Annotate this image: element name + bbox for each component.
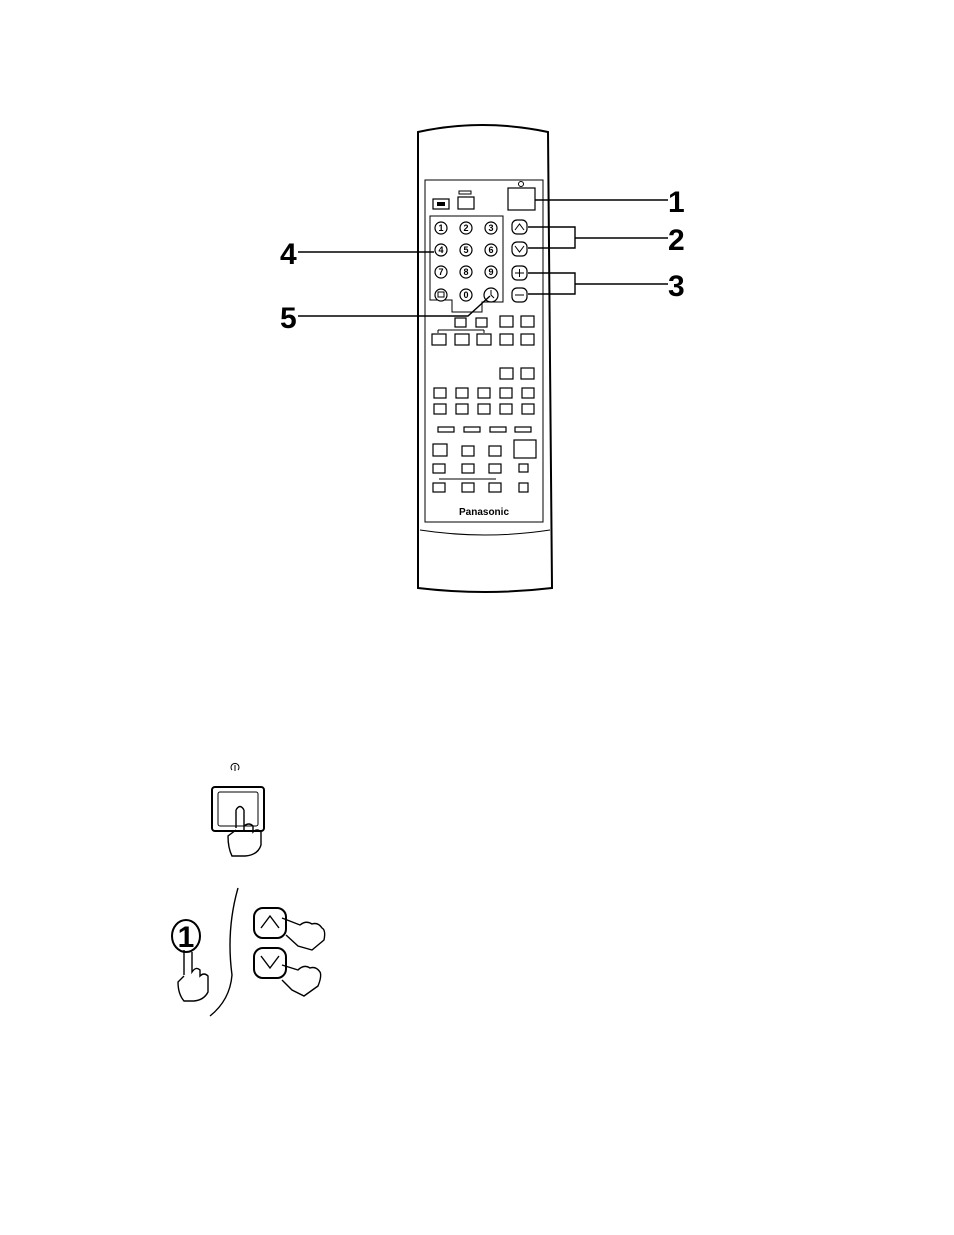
- svg-text:8: 8: [463, 267, 468, 277]
- top-buttons: [433, 182, 535, 211]
- svg-text:6: 6: [488, 245, 493, 255]
- number-key-3[interactable]: 3: [485, 222, 497, 234]
- number-key-0[interactable]: 0: [460, 289, 472, 301]
- number-key-label: 1: [178, 921, 195, 954]
- number-key-6[interactable]: 6: [485, 244, 497, 256]
- number-key-4[interactable]: 4: [435, 244, 447, 256]
- pointing-hand-icon: [178, 950, 208, 1001]
- svg-text:1: 1: [438, 223, 443, 233]
- number-key-8[interactable]: 8: [460, 266, 472, 278]
- picture-sound-buttons: [432, 316, 534, 379]
- svg-text:0: 0: [463, 290, 468, 300]
- channel-select-illustration: 1: [172, 888, 325, 1016]
- power-button[interactable]: [508, 188, 535, 210]
- number-key-9[interactable]: 9: [485, 266, 497, 278]
- text-button[interactable]: [435, 289, 447, 301]
- svg-text:5: 5: [463, 245, 468, 255]
- volume-down-button[interactable]: [512, 288, 527, 302]
- programme-down-button[interactable]: [512, 242, 527, 256]
- svg-text:3: 3: [488, 223, 493, 233]
- power-icon: [231, 763, 239, 771]
- number-key-5[interactable]: 5: [460, 244, 472, 256]
- svg-text:4: 4: [438, 245, 443, 255]
- number-keypad: 1 2 3 4 5 6 7 8 9 0: [430, 216, 503, 312]
- callout-1: 1: [668, 186, 685, 219]
- power-press-illustration: [212, 763, 264, 856]
- number-key-1[interactable]: 1: [435, 222, 447, 234]
- pointing-hand-icon: [282, 965, 321, 996]
- programme-keys-illustration: [254, 908, 325, 996]
- svg-text:9: 9: [488, 267, 493, 277]
- callout-leaders: [298, 200, 668, 316]
- number-key-2[interactable]: 2: [460, 222, 472, 234]
- programme-up-button[interactable]: [512, 220, 527, 234]
- pointing-hand-icon: [282, 918, 325, 950]
- callout-4: 4: [280, 238, 297, 271]
- number-key-7[interactable]: 7: [435, 266, 447, 278]
- number-key-illustration: 1: [172, 920, 208, 1001]
- callout-2: 2: [668, 224, 685, 257]
- function-button-grid: [434, 388, 534, 432]
- transport-buttons: [433, 440, 536, 492]
- callout-5: 5: [280, 302, 297, 335]
- svg-text:2: 2: [463, 223, 468, 233]
- right-column-buttons: [512, 220, 527, 302]
- menu-button[interactable]: [458, 197, 474, 209]
- callout-3: 3: [668, 270, 685, 303]
- svg-text:7: 7: [438, 267, 443, 277]
- volume-up-button[interactable]: [512, 266, 527, 280]
- brand-logo: Panasonic: [459, 507, 509, 518]
